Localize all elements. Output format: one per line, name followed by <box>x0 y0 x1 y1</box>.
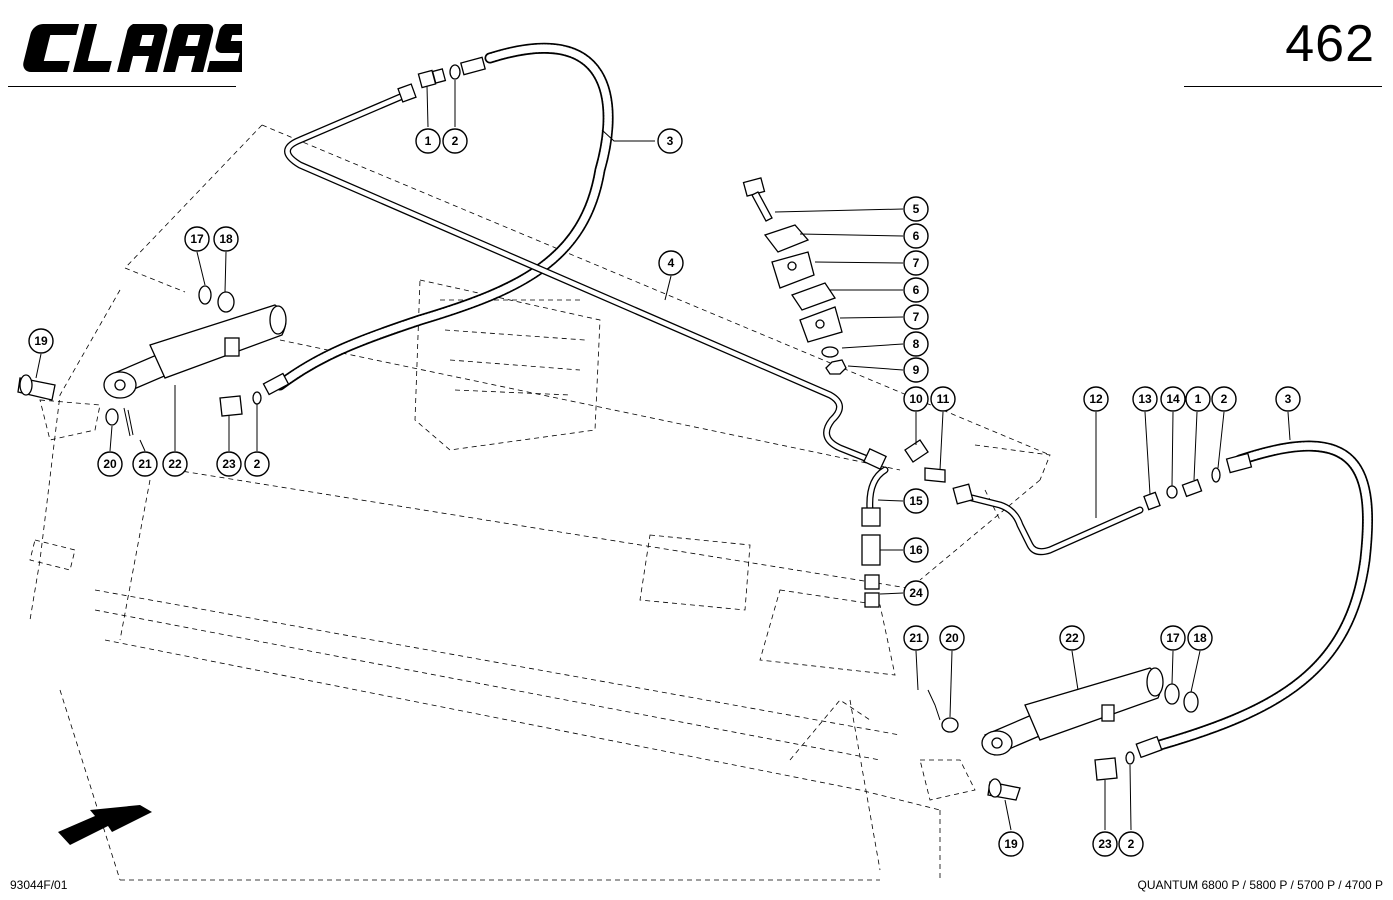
direction-arrow <box>58 805 152 845</box>
header-rule-right <box>1184 86 1382 87</box>
svg-text:23: 23 <box>222 457 236 471</box>
svg-text:18: 18 <box>1193 631 1207 645</box>
svg-text:1: 1 <box>1195 392 1202 406</box>
callout-18-left[interactable]: 18 <box>213 226 239 252</box>
svg-text:22: 22 <box>1065 631 1079 645</box>
drawing-reference: 93044F/01 <box>10 878 68 892</box>
leader-lines <box>35 80 1291 831</box>
callout-2-right-bottom[interactable]: 2 <box>1118 831 1144 857</box>
callout-17-right[interactable]: 17 <box>1160 625 1186 651</box>
fittings-top-1-2 <box>417 64 461 89</box>
header-rule-left <box>8 86 236 87</box>
callout-3-top[interactable]: 3 <box>657 128 683 154</box>
callout-4[interactable]: 4 <box>658 250 684 276</box>
svg-text:9: 9 <box>913 363 920 377</box>
svg-text:5: 5 <box>913 202 920 216</box>
svg-text:15: 15 <box>909 494 923 508</box>
claas-logo-graphic <box>23 24 242 72</box>
callout-5[interactable]: 5 <box>903 196 929 222</box>
model-list: QUANTUM 6800 P / 5800 P / 5700 P / 4700 … <box>1137 878 1383 892</box>
svg-text:6: 6 <box>913 283 920 297</box>
svg-text:17: 17 <box>190 232 204 246</box>
svg-text:8: 8 <box>913 337 920 351</box>
callout-23-right[interactable]: 23 <box>1092 831 1118 857</box>
svg-text:23: 23 <box>1098 837 1112 851</box>
callout-22-left[interactable]: 22 <box>162 451 188 477</box>
svg-text:22: 22 <box>168 457 182 471</box>
svg-text:1: 1 <box>425 134 432 148</box>
callout-2-top[interactable]: 2 <box>442 128 468 154</box>
svg-text:19: 19 <box>34 334 48 348</box>
hydraulic-hose-top <box>262 42 614 396</box>
callout-21-left[interactable]: 21 <box>132 451 158 477</box>
svg-text:10: 10 <box>909 392 923 406</box>
callout-2-left[interactable]: 2 <box>244 451 270 477</box>
claas-logo <box>22 20 242 76</box>
steel-pipe-long <box>284 83 887 471</box>
svg-text:2: 2 <box>1221 392 1228 406</box>
svg-text:4: 4 <box>668 256 675 270</box>
svg-text:17: 17 <box>1166 631 1180 645</box>
callout-21-right[interactable]: 21 <box>903 625 929 651</box>
callout-8[interactable]: 8 <box>903 331 929 357</box>
svg-text:20: 20 <box>103 457 117 471</box>
callout-1-right[interactable]: 1 <box>1185 386 1211 412</box>
callout-20-left[interactable]: 20 <box>97 451 123 477</box>
svg-text:12: 12 <box>1089 392 1103 406</box>
svg-text:2: 2 <box>452 134 459 148</box>
svg-text:2: 2 <box>1128 837 1135 851</box>
page-number: 462 <box>1285 15 1375 73</box>
hydraulic-hose-right <box>1135 440 1374 759</box>
svg-text:24: 24 <box>909 586 923 600</box>
pipe-clamp-stack <box>742 177 847 375</box>
callout-1-top[interactable]: 1 <box>415 128 441 154</box>
callout-19-right[interactable]: 19 <box>998 831 1024 857</box>
hydraulic-cylinder-right <box>927 667 1199 801</box>
svg-text:2: 2 <box>254 457 261 471</box>
svg-text:6: 6 <box>913 229 920 243</box>
callout-9[interactable]: 9 <box>903 357 929 383</box>
svg-text:18: 18 <box>219 232 233 246</box>
callout-10[interactable]: 10 <box>903 386 929 412</box>
svg-text:19: 19 <box>1004 837 1018 851</box>
svg-text:3: 3 <box>1285 392 1292 406</box>
callout-15[interactable]: 15 <box>903 488 929 514</box>
hydraulic-cylinder-left <box>17 285 287 437</box>
svg-text:14: 14 <box>1166 392 1180 406</box>
callout-11[interactable]: 11 <box>930 386 956 412</box>
center-fittings <box>861 439 946 608</box>
svg-text:13: 13 <box>1138 392 1152 406</box>
callout-23-left[interactable]: 23 <box>216 451 242 477</box>
svg-text:7: 7 <box>913 310 920 324</box>
callout-6-upper[interactable]: 6 <box>903 223 929 249</box>
svg-text:21: 21 <box>909 631 923 645</box>
callout-7-upper[interactable]: 7 <box>903 250 929 276</box>
callout-12[interactable]: 12 <box>1083 386 1109 412</box>
callout-3-right[interactable]: 3 <box>1275 386 1301 412</box>
steel-pipe-right <box>952 483 1144 556</box>
callout-2-right[interactable]: 2 <box>1211 386 1237 412</box>
callout-13[interactable]: 13 <box>1132 386 1158 412</box>
svg-text:20: 20 <box>945 631 959 645</box>
svg-text:3: 3 <box>667 134 674 148</box>
callout-20-right[interactable]: 20 <box>939 625 965 651</box>
callout-24[interactable]: 24 <box>903 580 929 606</box>
callout-18-right[interactable]: 18 <box>1187 625 1213 651</box>
callout-19-left[interactable]: 19 <box>28 328 54 354</box>
callout-16[interactable]: 16 <box>903 537 929 563</box>
svg-text:16: 16 <box>909 543 923 557</box>
svg-text:7: 7 <box>913 256 920 270</box>
callout-14[interactable]: 14 <box>1160 386 1186 412</box>
callout-7-lower[interactable]: 7 <box>903 304 929 330</box>
machine-frame-outline <box>29 124 1051 881</box>
svg-text:11: 11 <box>937 392 950 406</box>
callout-17-left[interactable]: 17 <box>184 226 210 252</box>
callout-22-right[interactable]: 22 <box>1059 625 1085 651</box>
fittings-right-13-14-1-2 <box>1143 467 1221 511</box>
callout-6-lower[interactable]: 6 <box>903 277 929 303</box>
svg-text:21: 21 <box>138 457 152 471</box>
